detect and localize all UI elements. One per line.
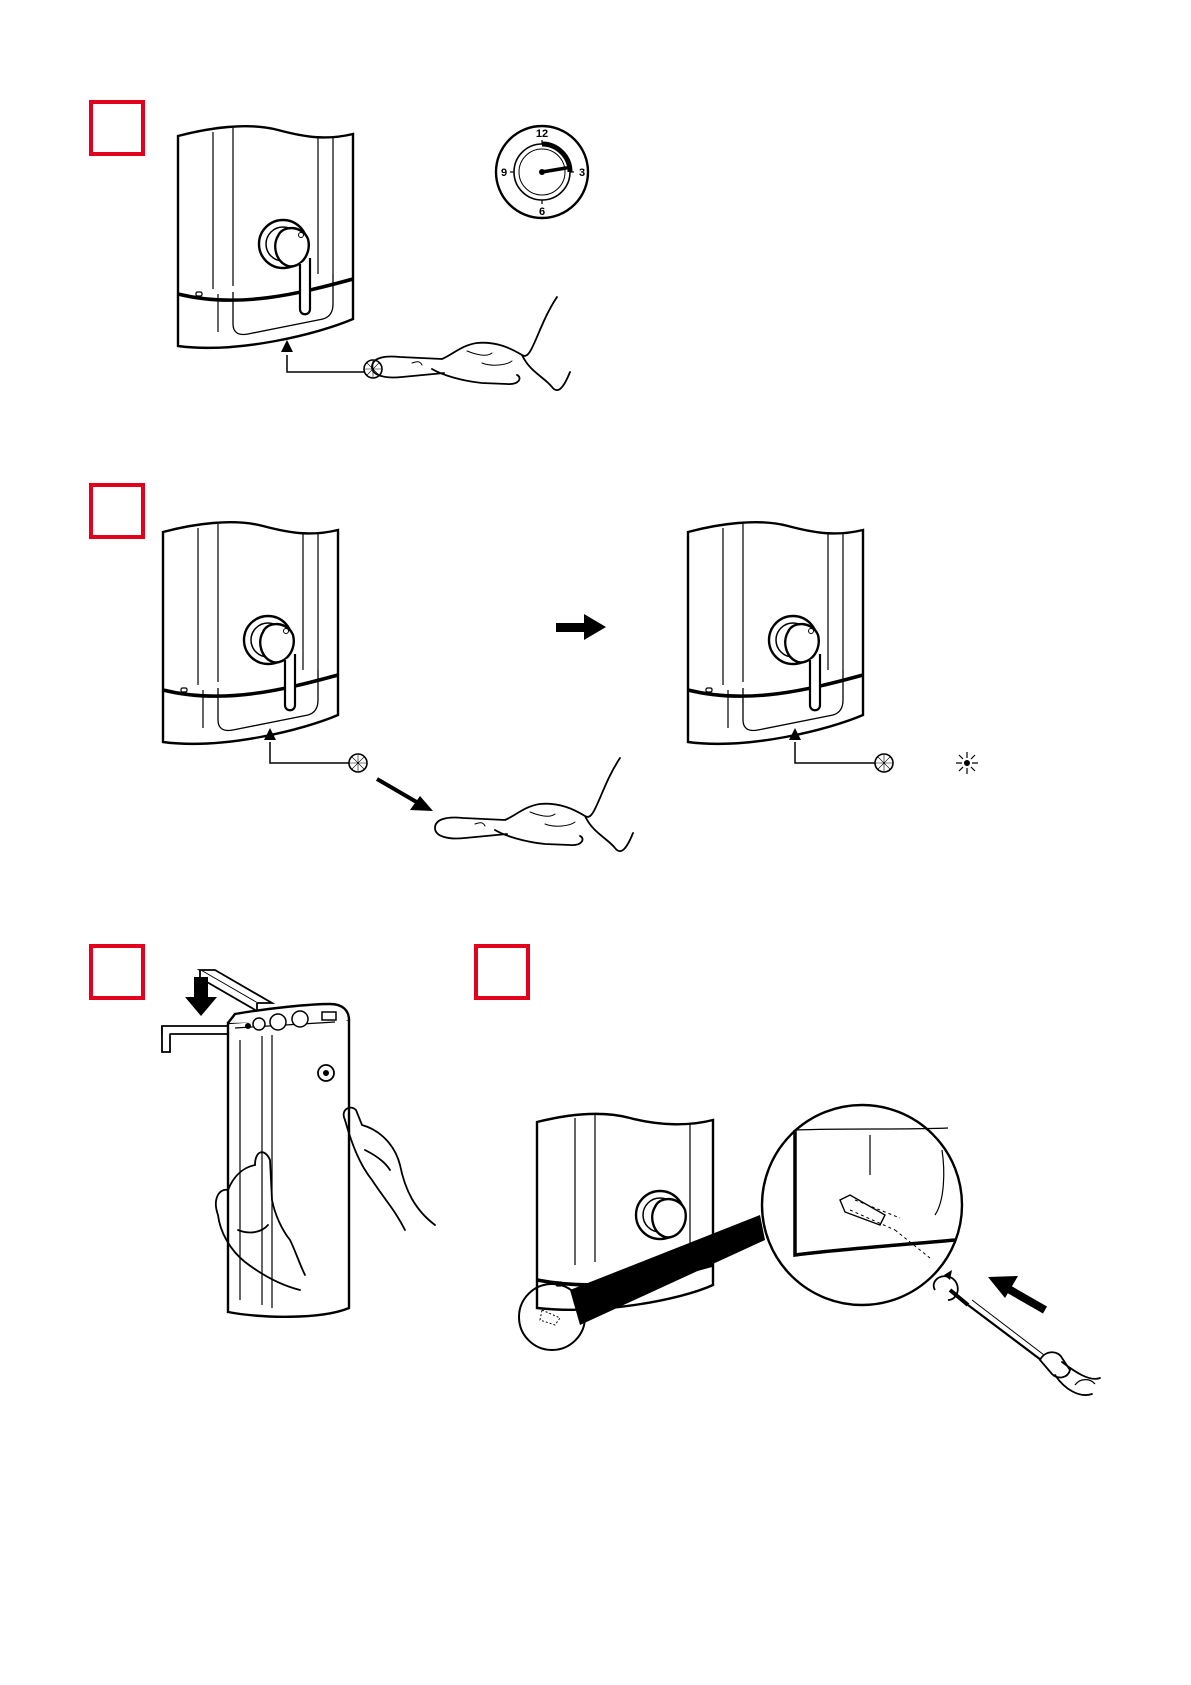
step-3-illustration [162,970,435,1317]
screw-icon [934,1270,968,1305]
hand-icon [435,758,633,851]
indicator-light-icon [956,752,978,774]
shower-unit-icon [228,1004,349,1317]
connector-line [287,355,364,372]
step-2-illustration [163,522,978,851]
dial-label-top: 12 [536,128,548,140]
timer-dial-icon: 12 3 6 9 [496,126,588,218]
screwdriver-icon [968,1300,1100,1395]
arrow-left-icon [988,1276,1045,1310]
arrow-right-icon [556,614,606,640]
reset-button-icon [875,754,893,772]
reset-button-icon [349,754,367,772]
arrow-up-icon [281,340,293,352]
step-1-illustration: 12 3 6 9 [178,126,588,390]
shower-unit-icon [163,522,338,744]
dial-label-right: 3 [579,167,585,179]
dial-label-left: 9 [501,167,507,179]
step-4-illustration [519,1105,1100,1395]
hand-icon [372,297,570,390]
magnifier-circle-icon [762,1105,962,1305]
dial-label-bottom: 6 [539,206,545,218]
shower-unit-icon [688,522,863,744]
shower-unit-icon [178,126,353,348]
